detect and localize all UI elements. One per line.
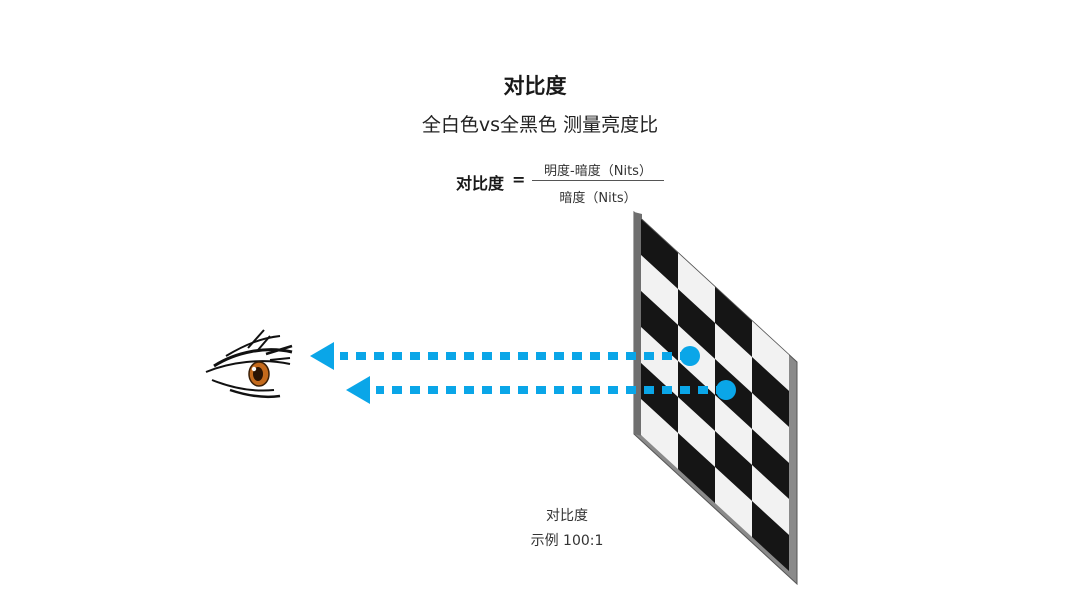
page-subtitle: 全白色vs全黑色 测量亮度比	[421, 114, 659, 136]
checker-black-square	[678, 433, 715, 503]
light-ray-black	[346, 376, 736, 404]
arrow-left-icon	[310, 342, 334, 370]
formula-numerator: 明度-暗度（Nits）	[544, 164, 652, 179]
checkerboard	[641, 219, 789, 571]
measure-point	[716, 380, 736, 400]
monitor-edge	[634, 212, 642, 436]
eye-icon	[205, 329, 293, 398]
page-title: 对比度	[503, 74, 567, 98]
formula-denominator: 暗度（Nits）	[559, 191, 637, 206]
checker-black-square	[641, 219, 678, 289]
contrast-formula: 对比度 = 明度-暗度（Nits） 暗度（Nits）	[452, 158, 672, 208]
checker-black-square	[715, 431, 752, 501]
checker-black-square	[752, 501, 789, 571]
checker-black-square	[752, 429, 789, 499]
checker-white-square	[715, 323, 752, 393]
light-ray-white	[310, 342, 700, 370]
checker-white-square	[752, 321, 789, 391]
checker-white-square	[752, 393, 789, 463]
checker-white-square	[678, 253, 715, 323]
caption-example: 示例 100:1	[530, 533, 604, 549]
arrow-left-icon	[346, 376, 370, 404]
formula-equals: =	[512, 170, 526, 189]
formula-fraction-bar	[532, 180, 664, 181]
checker-white-square	[715, 467, 752, 537]
formula-lhs: 对比度	[456, 174, 505, 193]
checker-white-square	[752, 465, 789, 535]
checker-white-square	[641, 255, 678, 325]
checker-white-square	[678, 397, 715, 467]
checker-white-square	[641, 327, 678, 397]
checker-white-square	[641, 399, 678, 469]
measure-point	[680, 346, 700, 366]
monitor-panel	[633, 210, 798, 586]
checker-white-square	[715, 395, 752, 465]
caption-label: 对比度	[546, 508, 588, 524]
checker-black-square	[678, 289, 715, 359]
checker-black-square	[641, 291, 678, 361]
checker-black-square	[641, 363, 678, 433]
checker-black-square	[715, 287, 752, 357]
checker-black-square	[752, 357, 789, 427]
checker-black-square	[678, 361, 715, 431]
